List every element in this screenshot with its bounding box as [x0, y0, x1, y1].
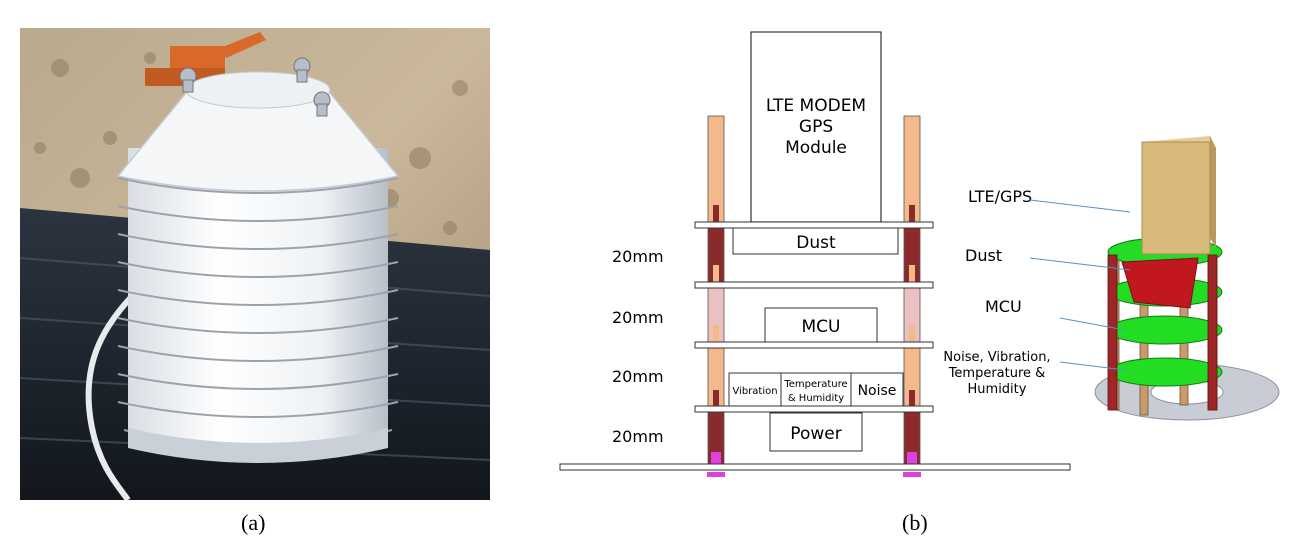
label-sensors-line-2: Temperature &: [948, 366, 1046, 381]
temp-label-1: Temperature: [783, 379, 847, 390]
mcu-box: [764, 307, 878, 343]
caption-a: (a): [241, 510, 266, 535]
base-plate: [559, 463, 1071, 471]
spacing-2: 20mm: [612, 308, 664, 327]
vibration-label: Vibration: [732, 386, 777, 397]
cross-section-diagram: LTE MODEM GPS Module Du: [559, 31, 1071, 477]
board-2: [694, 281, 934, 289]
noise-box: [850, 372, 904, 407]
vibration-box: [728, 372, 782, 407]
spacing-4: 20mm: [612, 427, 664, 446]
label-sensors: Noise, Vibration, Temperature & Humidity: [943, 350, 1051, 398]
board-3: [694, 341, 934, 349]
modem-line-1: LTE MODEM: [766, 96, 866, 116]
label-lte-gps: LTE/GPS: [968, 187, 1033, 206]
dust-label: Dust: [796, 233, 836, 253]
mcu-label: MCU: [802, 317, 841, 337]
modem-line-2: GPS: [799, 117, 833, 137]
dust-sensor-block: [1121, 257, 1199, 309]
label-dust: Dust: [965, 246, 1003, 265]
board-1: [694, 221, 934, 229]
caption-b: (b): [902, 510, 928, 535]
modem-block: [1141, 136, 1216, 255]
board-4: [694, 405, 934, 413]
modem-line-3: Module: [785, 138, 847, 158]
modem-box: [750, 31, 882, 223]
sensor-photo: [20, 28, 490, 500]
pcb-sensors: [1107, 357, 1223, 387]
label-sensors-line-3: Humidity: [967, 382, 1027, 397]
spacing-1: 20mm: [612, 247, 664, 266]
power-box: [769, 412, 863, 452]
dust-box: [732, 227, 899, 255]
power-label: Power: [790, 424, 841, 444]
noise-label: Noise: [858, 383, 897, 399]
temp-label-2: & Humidity: [788, 393, 844, 404]
label-sensors-line-1: Noise, Vibration,: [943, 350, 1051, 365]
pcb-mcu: [1107, 315, 1223, 345]
radiation-shield: [116, 57, 400, 463]
spacing-3: 20mm: [612, 367, 664, 386]
left-standoff: [707, 115, 725, 477]
right-standoff: [903, 115, 921, 477]
power-cable: [85, 287, 141, 500]
assembly-render: [1030, 136, 1280, 421]
label-mcu: MCU: [985, 297, 1022, 316]
